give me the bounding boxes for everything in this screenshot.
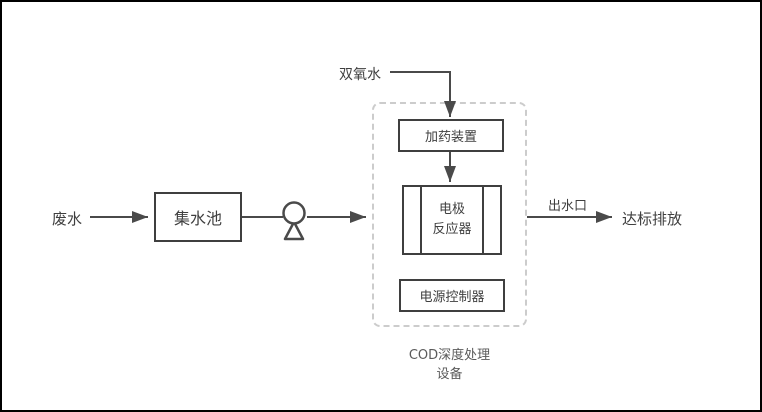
equipment-caption-line2: 设备 [436,366,463,382]
hydrogen-peroxide-label: 双氧水 [339,67,381,83]
collection-tank-label: 集水池 [173,209,222,228]
outlet-label: 出水口 [548,199,588,214]
electrode-plate-right [482,187,484,253]
electrode-reactor-label-line1: 电极 [438,201,465,217]
discharge-label: 达标排放 [622,210,683,228]
power-controller-box: 电源控制器 [399,279,505,312]
power-controller-label: 电源控制器 [419,290,485,305]
collection-tank-box: 集水池 [154,192,242,242]
arrow-peroxide-to-dosing [390,71,456,117]
equipment-caption-line1: COD深度处理 [408,348,491,363]
dosing-device-label: 加药装置 [424,130,477,145]
electrode-reactor-box: 电极 反应器 [402,185,502,255]
pump-icon [282,201,306,241]
equipment-caption: COD深度处理 设备 [372,347,527,385]
electrode-reactor-label-line2: 反应器 [432,222,472,237]
dosing-device-box: 加药装置 [398,119,504,152]
electrode-plate-left [420,187,422,253]
wastewater-label: 废水 [52,210,83,228]
